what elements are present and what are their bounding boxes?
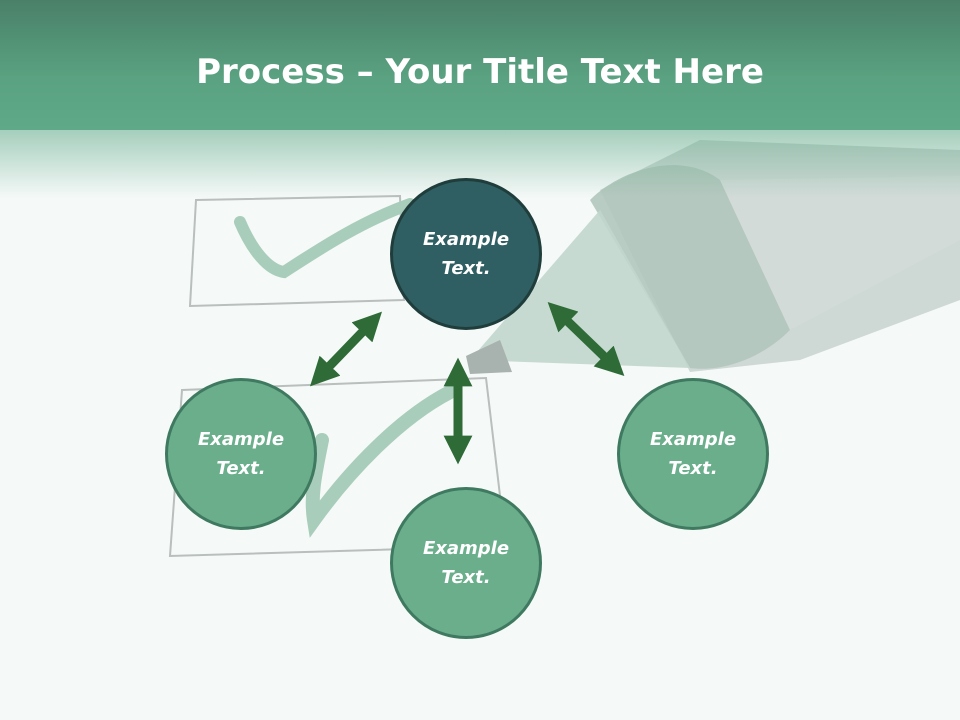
node-right: Example Text.: [617, 378, 769, 530]
node-left: Example Text.: [165, 378, 317, 530]
node-bottom: Example Text.: [390, 487, 542, 639]
node-left-line1: Example: [197, 429, 285, 450]
arrow-top-left: [310, 311, 382, 387]
title-bold: Process: [196, 52, 345, 92]
header-band: [0, 0, 960, 130]
node-bottom-line2: Text.: [441, 567, 491, 588]
node-top-line2: Text.: [441, 258, 491, 279]
node-right-line1: Example: [649, 429, 737, 450]
arrow-top-right: [547, 302, 625, 376]
node-left-line2: Text.: [216, 458, 266, 479]
node-top: Example Text.: [390, 178, 542, 330]
title-rest: – Your Title Text Here: [344, 52, 764, 92]
slide-title: Process – Your Title Text Here: [0, 52, 960, 92]
node-right-line2: Text.: [668, 458, 718, 479]
node-bottom-line1: Example: [422, 538, 510, 559]
node-top-line1: Example: [422, 229, 510, 250]
